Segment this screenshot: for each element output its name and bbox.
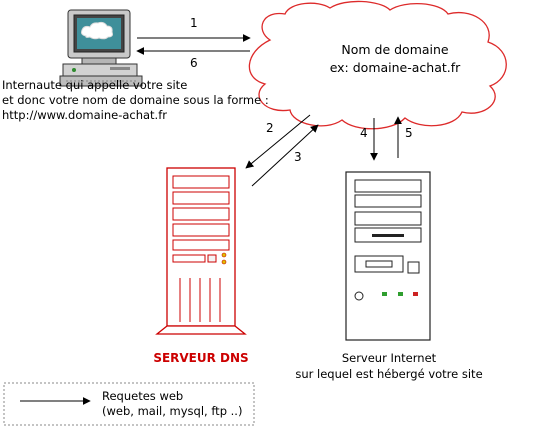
legend-line2: (web, mail, mysql, ftp ..) — [102, 404, 242, 418]
web-server-icon — [345, 171, 431, 341]
arrow-1-label: 1 — [190, 16, 198, 30]
arrow-3-label: 3 — [294, 150, 302, 164]
dns-server-label: SERVEUR DNS — [153, 351, 248, 365]
arrow-5-label: 5 — [405, 126, 413, 140]
domain-cloud-shape — [248, 0, 507, 130]
arrow-2-label: 2 — [266, 121, 274, 135]
arrow-6-label: 6 — [190, 56, 198, 70]
web-server-caption-line2: sur lequel est hébergé votre site — [295, 367, 482, 381]
web-server-caption-line1: Serveur Internet — [342, 351, 437, 365]
legend-line1: Requetes web — [102, 389, 183, 403]
arrow-3 — [251, 124, 319, 187]
arrow-4-label: 4 — [360, 126, 368, 140]
user-caption-line3: http://www.domaine-achat.fr — [2, 108, 167, 122]
legend-box: Requetes web (web, mail, mysql, ftp ..) — [3, 382, 255, 426]
user-caption-line2: et donc votre nom de domaine sous la for… — [2, 93, 269, 107]
cloud-label-line1: Nom de domaine — [341, 42, 449, 57]
cloud-label-line2: ex: domaine-achat.fr — [330, 60, 461, 75]
user-computer-icon — [59, 9, 143, 87]
user-caption-line1: Internaute qui appelle votre site — [2, 78, 187, 92]
dns-server-icon — [155, 167, 247, 335]
arrow-2 — [245, 114, 311, 169]
